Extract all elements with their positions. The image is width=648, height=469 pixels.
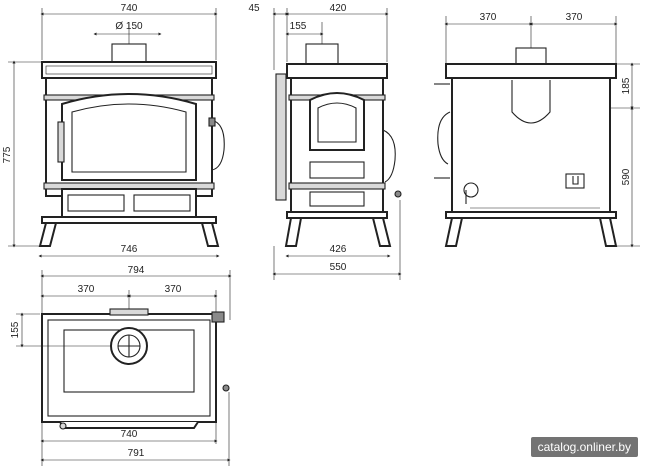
side-depth-feet-label: 426: [330, 244, 347, 255]
top-width-base-label: 791: [128, 448, 145, 459]
side-flue-offset-label: 155: [290, 21, 307, 32]
back-half-right-label: 370: [566, 12, 583, 23]
top-half-right-label: 370: [165, 284, 182, 295]
front-height-label: 775: [2, 146, 13, 163]
watermark: catalog.onliner.by: [530, 437, 638, 457]
top-half-left-label: 370: [78, 284, 95, 295]
back-half-left-label: 370: [480, 12, 497, 23]
side-depth-top-label: 420: [330, 3, 347, 14]
front-width-bottom-label: 746: [121, 244, 138, 255]
front-flue-diameter-label: Ø 150: [115, 21, 143, 32]
top-width-overall-label: 794: [128, 265, 145, 276]
top-width-body-label: 740: [121, 429, 138, 440]
back-top-to-flue-label: 185: [621, 77, 632, 94]
top-flue-offset-label: 155: [10, 321, 21, 338]
side-offset-label: 45: [248, 3, 260, 14]
side-view: 45 420 155 426 550: [248, 3, 402, 280]
front-width-top-label: 740: [121, 3, 138, 14]
back-view: 370 370 185 590: [434, 12, 640, 248]
side-depth-total-label: 550: [330, 262, 347, 273]
top-view: 794 370 370 155 740 791: [10, 265, 232, 466]
back-flue-height-label: 590: [621, 168, 632, 185]
front-view: 740 Ø 150 775: [2, 3, 225, 258]
